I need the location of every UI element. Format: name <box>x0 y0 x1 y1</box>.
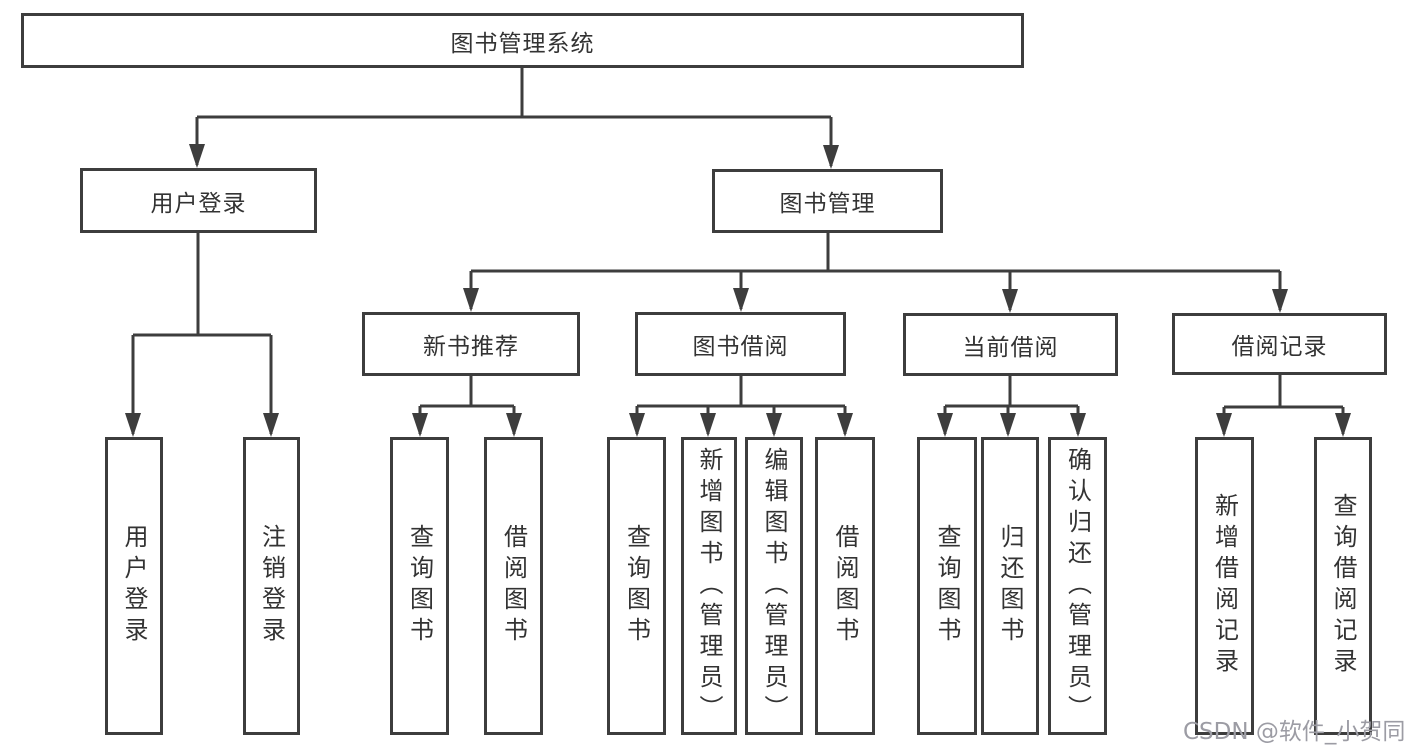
node-leaf-borrow-books-recommend: 借阅图书 <box>484 437 543 735</box>
node-leaf-add-borrow-record: 新增借阅记录 <box>1195 437 1254 735</box>
node-leaf-borrow-books-borrowing: 借阅图书 <box>815 437 875 735</box>
node-label: 借阅图书 <box>831 524 859 648</box>
node-borrowing-records: 借阅记录 <box>1172 313 1387 375</box>
node-leaf-query-borrow-record: 查询借阅记录 <box>1314 437 1372 735</box>
node-leaf-user-login: 用户登录 <box>105 437 163 735</box>
node-label: 查询图书 <box>622 524 651 648</box>
node-leaf-confirm-return-admin: 确认归还（管理员） <box>1048 437 1107 735</box>
node-leaf-add-book-admin: 新增图书（管理员） <box>681 437 737 735</box>
node-new-book-recommend: 新书推荐 <box>362 312 580 376</box>
node-label: 当前借阅 <box>962 334 1059 361</box>
node-label: 新增借阅记录 <box>1210 493 1239 679</box>
node-book-borrowing: 图书借阅 <box>635 312 846 376</box>
node-leaf-logout: 注销登录 <box>243 437 300 735</box>
node-label: 图书管理系统 <box>450 30 595 57</box>
node-label: 新增图书（管理员） <box>695 446 723 726</box>
node-label: 用户登录 <box>120 524 148 648</box>
node-leaf-query-books-borrowing: 查询图书 <box>607 437 666 735</box>
node-label: 查询图书 <box>933 524 961 648</box>
node-leaf-query-books-current: 查询图书 <box>917 437 977 735</box>
node-user-login: 用户登录 <box>80 168 317 233</box>
node-leaf-edit-book-admin: 编辑图书（管理员） <box>745 437 803 735</box>
node-label: 借阅图书 <box>499 524 528 648</box>
node-current-borrowing: 当前借阅 <box>903 313 1118 376</box>
node-library-management-system: 图书管理系统 <box>21 13 1024 68</box>
node-label: 注销登录 <box>257 524 286 648</box>
node-label: 查询图书 <box>405 524 434 648</box>
node-label: 图书管理 <box>779 191 876 217</box>
node-label: 编辑图书（管理员） <box>760 446 788 726</box>
node-label: 借阅记录 <box>1231 334 1328 360</box>
node-leaf-return-book: 归还图书 <box>981 437 1039 735</box>
node-label: 用户登录 <box>150 190 247 217</box>
csdn-watermark: CSDN @软件_小贺同学 <box>1183 719 1405 745</box>
node-label: 新书推荐 <box>423 334 519 360</box>
node-label: 确认归还（管理员） <box>1063 446 1092 726</box>
node-label: 归还图书 <box>996 524 1024 648</box>
node-book-management: 图书管理 <box>712 169 943 233</box>
node-leaf-query-books-recommend: 查询图书 <box>390 437 449 735</box>
node-label: 图书借阅 <box>692 334 789 360</box>
node-label: 查询借阅记录 <box>1329 493 1357 679</box>
